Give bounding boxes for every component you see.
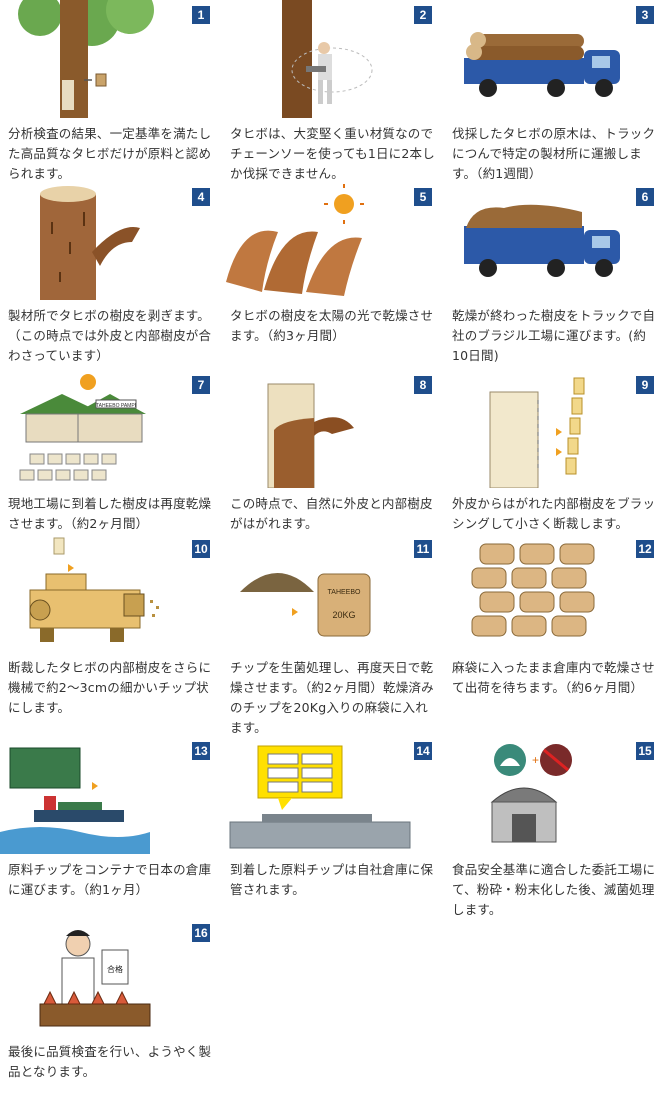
step-number-badge: 14 [414,742,432,760]
bark-truck-icon [464,204,620,277]
step-4: 4 製材所でタヒボの樹皮を剥ぎます。（この時点では外皮と内部樹皮が合わさっていま… [0,182,222,366]
log-truck-icon [464,32,620,97]
step-number-badge: 6 [636,188,654,206]
pass-stamp: 合格 [107,964,123,974]
step-caption: 食品安全基準に適合した委託工場にて、粉砕・粉末化した後、滅菌処理します。 [452,862,656,917]
step-caption: 最後に品質検査を行い、ようやく製品となります。 [8,1044,212,1079]
step-caption: 到着した原料チップは自社倉庫に保管されます。 [230,862,434,897]
step-8: 8 この時点で、自然に外皮と内部樹皮がはがれます。 [222,370,444,534]
step-number-badge: 4 [192,188,210,206]
bark-peel-icon [40,186,140,300]
step-9: 9 外皮からはがれた内部樹皮をブラッシングして小さく断裁します。 [444,370,666,534]
sterilize-factory-icon: + [490,744,572,843]
step-caption: 製材所でタヒボの樹皮を剥ぎます。（この時点では外皮と内部樹皮が合わさっています） [8,308,212,363]
step-caption: 原料チップをコンテナで日本の倉庫に運びます。（約1ヶ月） [8,862,212,897]
step-number-badge: 12 [636,540,654,558]
step-caption: チップを生菌処理し、再度天日で乾燥させます。（約2ヶ月間）乾燥済みのチップを20… [230,660,434,735]
inspector-icon: 合格 [39,930,151,1027]
step-caption: 麻袋に入ったまま倉庫内で乾燥させて出荷を待ちます。（約6ヶ月間） [452,660,655,695]
step-2: 2 タヒボは、大変堅く重い材質なのでチェーンソーを使っても1日に2本しか伐採でき… [222,0,444,184]
svg-text:+: + [532,753,539,767]
chipper-icon [29,537,159,642]
step-7: TAHEEBO PAMPI 7 現地工場に到着した樹皮は再度乾燥させます。（約2… [0,370,222,534]
step-number-badge: 8 [414,376,432,394]
step-14: 14 到着した原料チップは自社倉庫に保管されます。 [222,736,444,900]
step-number-badge: 7 [192,376,210,394]
step-number-badge: 3 [636,6,654,24]
step-number-badge: 10 [192,540,210,558]
step-16: 合格 16 最後に品質検査を行い、ようやく製品となります。 [0,918,222,1082]
step-caption: 断裁したタヒボの内部樹皮をさらに機械で約2〜3cmの細かいチップ状にします。 [8,660,212,715]
sack-weight: 20KG [332,610,355,620]
step-number-badge: 16 [192,924,210,942]
factory-sign: TAHEEBO PAMPI [96,403,136,409]
storage-warehouse-icon [229,745,411,849]
sack-label: TAHEEBO [328,589,361,596]
step-1: 1 分析検査の結果、一定基準を満たした高品質なタヒボだけが原料と認められます。 [0,0,222,184]
step-caption: 乾燥が終わった樹皮をトラックで自社のブラジル工場に運びます。(約10日間) [452,308,656,363]
step-5: 5 タヒボの樹皮を太陽の光で乾燥させます。（約3ヶ月間） [222,182,444,346]
step-caption: タヒボの樹皮を太陽の光で乾燥させます。（約3ヶ月間） [230,308,434,343]
step-caption: 現地工場に到着した樹皮は再度乾燥させます。（約2ヶ月間） [8,496,212,531]
step-10: 10 断裁したタヒボの内部樹皮をさらに機械で約2〜3cmの細かいチップ状にします… [0,534,222,718]
sun-dry-icon [226,184,364,296]
step-number-badge: 5 [414,188,432,206]
step-6: 6 乾燥が終わった樹皮をトラックで自社のブラジル工場に運びます。(約10日間) [444,182,666,366]
step-12: 12 麻袋に入ったまま倉庫内で乾燥させて出荷を待ちます。（約6ヶ月間） [444,534,666,698]
step-number-badge: 15 [636,742,654,760]
step-caption: 分析検査の結果、一定基準を満たした高品質なタヒボだけが原料と認められます。 [8,126,212,181]
step-caption: この時点で、自然に外皮と内部樹皮がはがれます。 [230,496,433,531]
warehouse-sacks-icon [471,543,595,637]
step-caption: タヒボは、大変堅く重い材質なのでチェーンソーを使っても1日に2本しか伐採できませ… [230,126,435,181]
bark-separate-icon [267,383,354,488]
step-13: 13 原料チップをコンテナで日本の倉庫に運びます。（約1ヶ月） [0,736,222,900]
step-number-badge: 1 [192,6,210,24]
factory-dry-icon: TAHEEBO PAMPI [19,374,146,481]
step-caption: 伐採したタヒボの原木は、トラックにつんで特定の製材所に運搬します。（約1週間） [452,126,656,181]
step-11: TAHEEBO 20KG 11 チップを生菌処理し、再度天日で乾燥させます。（約… [222,534,444,738]
sack-icon: TAHEEBO 20KG [240,573,371,637]
cut-bark-icon [489,377,585,488]
step-number-badge: 2 [414,6,432,24]
step-3: 3 伐採したタヒボの原木は、トラックにつんで特定の製材所に運搬します。（約1週間… [444,0,666,184]
step-number-badge: 9 [636,376,654,394]
step-number-badge: 13 [192,742,210,760]
step-caption: 外皮からはがれた内部樹皮をブラッシングして小さく断裁します。 [452,496,656,531]
container-ship-icon [0,747,150,854]
tree-icon [18,0,154,118]
step-number-badge: 11 [414,540,432,558]
step-15: + 15 食品安全基準に適合した委託工場にて、粉砕・粉末化した後、滅菌処理します… [444,736,666,920]
chainsaw-icon [282,0,373,118]
